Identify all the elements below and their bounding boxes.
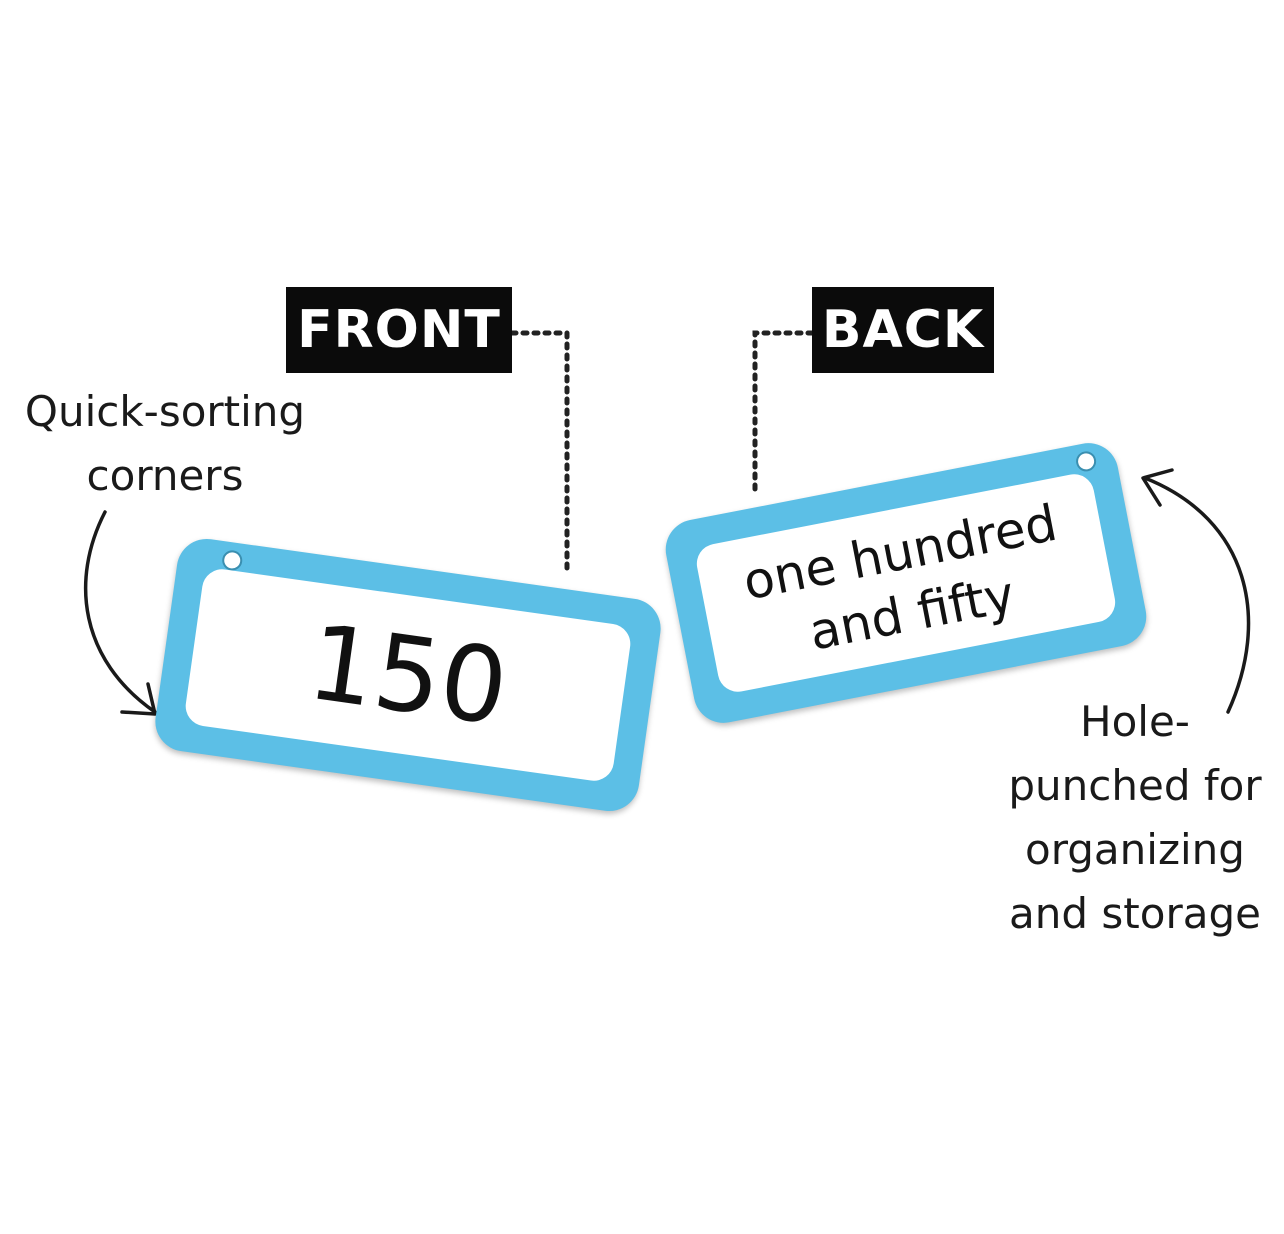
hole-callout-line4: and storage xyxy=(1009,889,1261,938)
punch-hole-icon xyxy=(220,549,244,572)
back-card-face: one hundred and fifty xyxy=(693,470,1119,696)
back-card: one hundred and fifty xyxy=(660,438,1152,728)
front-card: 150 xyxy=(151,535,665,815)
corner-arrow-head xyxy=(120,682,157,716)
back-connector xyxy=(752,330,815,493)
front-label: FRONT xyxy=(286,287,512,373)
hole-callout-line1: Hole- xyxy=(1080,697,1190,746)
front-connector xyxy=(509,330,570,573)
front-card-number: 150 xyxy=(301,600,515,750)
hole-callout: Hole- punched for organizing and storage xyxy=(995,690,1275,946)
corners-callout-line2: corners xyxy=(86,451,244,500)
corners-callout-line1: Quick-sorting xyxy=(24,387,306,436)
front-card-face: 150 xyxy=(183,566,633,784)
hole-arrow xyxy=(1143,476,1251,714)
hole-callout-line2: punched for xyxy=(1008,761,1262,810)
corner-arrow xyxy=(83,510,157,714)
back-label-text: BACK xyxy=(821,300,985,360)
corners-callout: Quick-sorting corners xyxy=(10,380,320,508)
hole-callout-line3: organizing xyxy=(1025,825,1245,874)
punch-hole-icon xyxy=(1074,449,1098,474)
front-label-text: FRONT xyxy=(297,300,501,360)
hole-arrow-head xyxy=(1141,468,1174,507)
back-label: BACK xyxy=(812,287,994,373)
